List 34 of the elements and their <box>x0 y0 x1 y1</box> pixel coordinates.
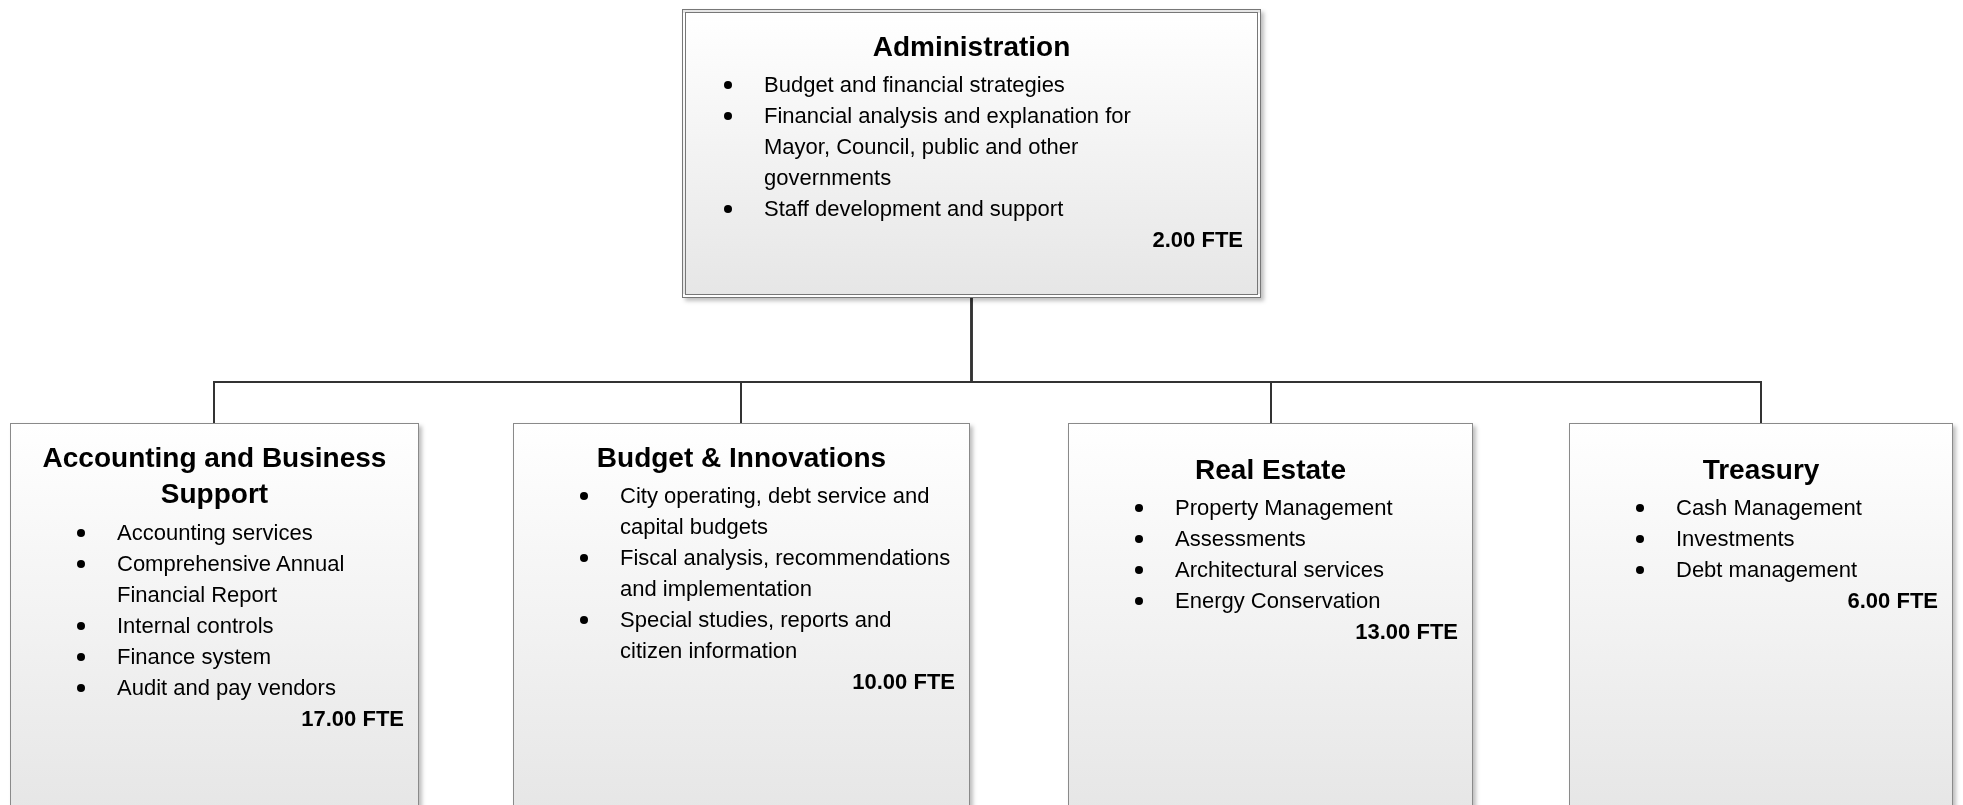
box-heading: Accounting and Business Support <box>41 441 388 512</box>
box-heading: Administration <box>871 30 1072 64</box>
bullet-item: Architectural services <box>1175 556 1386 585</box>
fte-count: 13.00 FTE <box>1354 618 1458 647</box>
bullet-item: Cash Management <box>1676 494 1863 523</box>
bullet-item: Fiscal analysis, recommendations and implementation <box>620 544 952 604</box>
bullet-item: Staff development and support <box>764 195 1065 224</box>
org-box <box>682 9 1261 298</box>
bullet-item: Comprehensive Annual Financial Report <box>117 549 346 609</box>
bullet-item: Audit and pay vendors <box>117 673 337 702</box>
fte-count: 10.00 FTE <box>851 668 955 697</box>
bullet-item: Property Management <box>1175 494 1394 523</box>
org-box <box>1068 423 1473 805</box>
org-box <box>513 423 970 805</box>
connector-line <box>970 297 1762 424</box>
fte-count: 17.00 FTE <box>300 704 404 733</box>
org-box <box>10 423 419 805</box>
org-box <box>1569 423 1953 805</box>
bullet-item: Investments <box>1676 525 1796 554</box>
box-heading: Treasury <box>1701 453 1821 487</box>
bullet-item: Assessments <box>1175 525 1307 554</box>
bullet-item: Energy Conservation <box>1175 587 1382 616</box>
bullet-item: Special studies, reports and citizen information <box>620 606 893 666</box>
bullet-item: Debt management <box>1676 556 1858 585</box>
box-heading: Real Estate <box>1194 453 1347 487</box>
bullet-item: City operating, debt service and capital budgets <box>620 482 931 542</box>
bullet-item: Accounting services <box>117 518 314 547</box>
bullet-item: Budget and financial strategies <box>764 71 1066 100</box>
bullet-item: Finance system <box>117 642 273 671</box>
fte-count: 6.00 FTE <box>1846 587 1938 616</box>
box-heading: Budget & Innovations <box>595 441 888 475</box>
bullet-item: Internal controls <box>117 611 275 640</box>
fte-count: 2.00 FTE <box>1151 226 1243 255</box>
bullet-item: Financial analysis and explanation for Mayor, Council, public and other governments <box>764 102 1132 193</box>
